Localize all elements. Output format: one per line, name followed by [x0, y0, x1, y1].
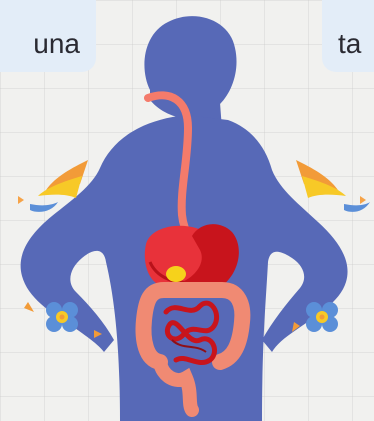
- confetti-left: [24, 302, 34, 312]
- flame-icon: [296, 160, 370, 212]
- gallbladder: [166, 266, 186, 282]
